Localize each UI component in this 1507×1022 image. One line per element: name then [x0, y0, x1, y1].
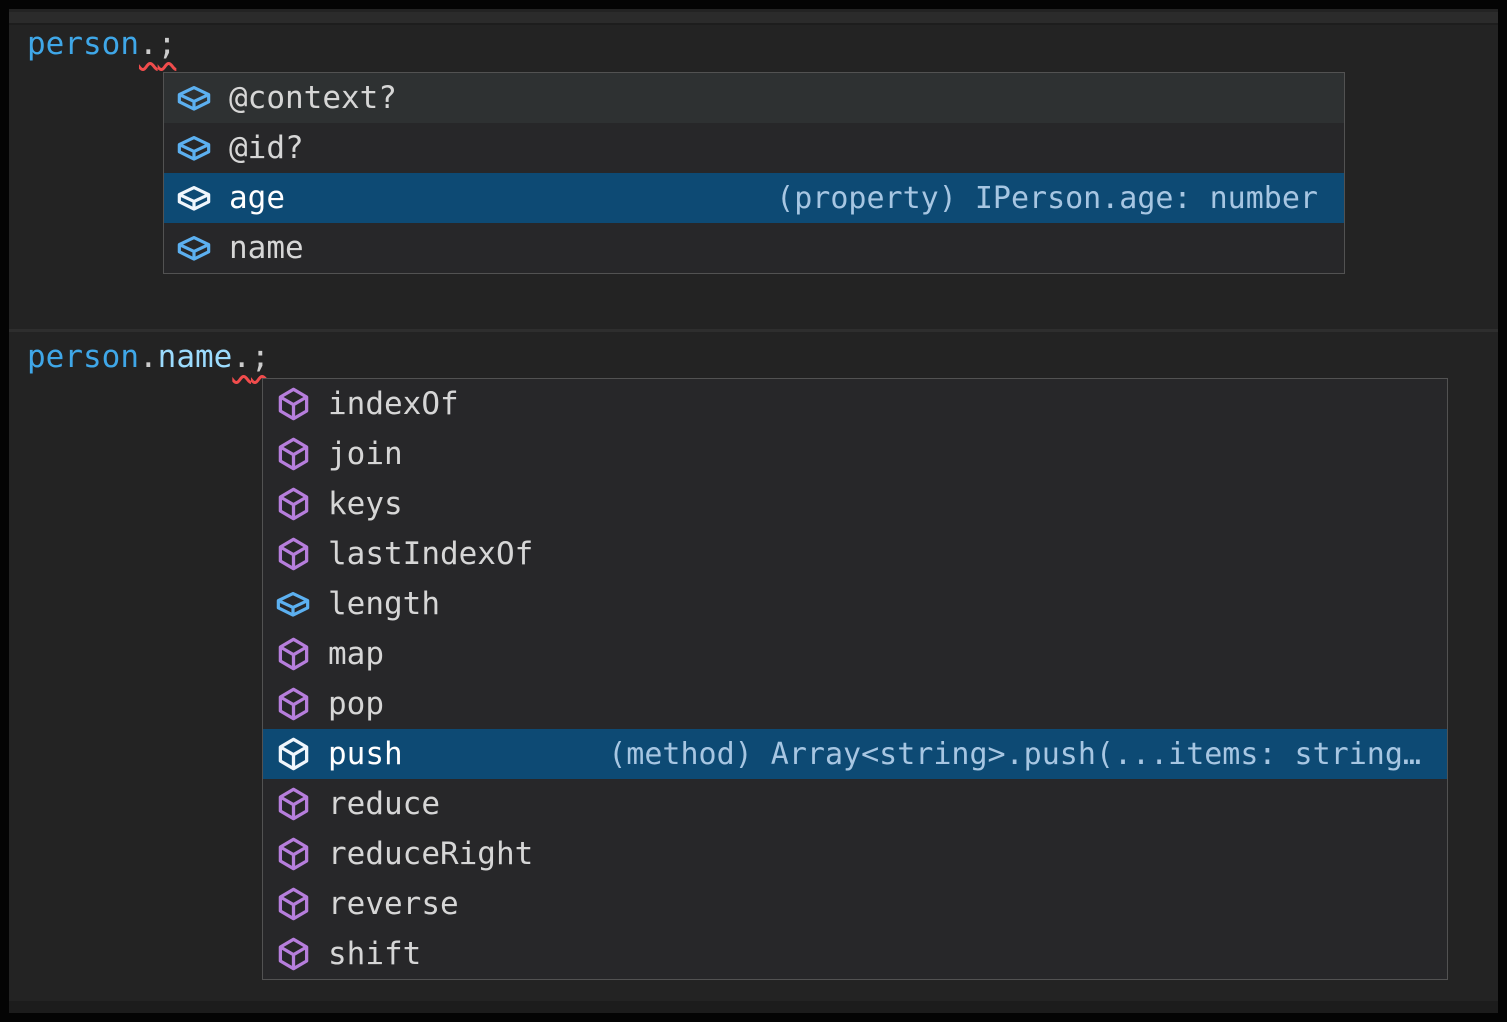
suggest-item-shift[interactable]: shift [263, 929, 1447, 979]
symbol-method-icon [273, 484, 313, 524]
suggest-item-pop[interactable]: pop [263, 679, 1447, 729]
suggest-item-reduce[interactable]: reduce [263, 779, 1447, 829]
suggest-widget-2: indexOf join keys la [262, 378, 1448, 980]
suggest-item-label: reverse [328, 886, 459, 922]
suggest-item-label: @context? [229, 80, 397, 116]
suggest-item-label: indexOf [328, 386, 459, 422]
suggest-item-reduceright[interactable]: reduceRight [263, 829, 1447, 879]
suggest-widget-1: @context? @id? age (property) IPerson.ag… [163, 72, 1345, 274]
suggest-item-label: name [229, 230, 304, 266]
editor-surface: person.; @context? @id? a [9, 9, 1498, 1013]
symbol-method-icon [273, 934, 313, 974]
suggest-item-detail: (method) Array<string>.push(...items: st… [608, 736, 1421, 772]
token-dot-error: . [138, 26, 158, 62]
suggest-item-id[interactable]: @id? [164, 123, 1344, 173]
symbol-method-icon [273, 634, 313, 674]
symbol-method-icon [273, 384, 313, 424]
suggest-item-label: map [328, 636, 384, 672]
symbol-method-icon [273, 534, 313, 574]
code-line-1[interactable]: person.; [27, 21, 176, 67]
symbol-field-icon [174, 78, 214, 118]
code-line-2[interactable]: person.name.; [27, 334, 270, 380]
symbol-field-icon [174, 128, 214, 168]
suggest-item-reverse[interactable]: reverse [263, 879, 1447, 929]
suggest-item-label: age [229, 180, 285, 216]
suggest-item-label: @id? [229, 130, 304, 166]
symbol-method-icon [273, 784, 313, 824]
symbol-method-icon [273, 684, 313, 724]
token-dot-error: . [232, 339, 251, 375]
suggest-item-name[interactable]: name [164, 223, 1344, 273]
symbol-field-icon [174, 178, 214, 218]
suggest-item-label: shift [328, 936, 422, 972]
suggest-item-push-selected[interactable]: push (method) Array<string>.push(...item… [263, 729, 1447, 779]
symbol-method-icon [273, 734, 313, 774]
suggest-item-keys[interactable]: keys [263, 479, 1447, 529]
suggest-item-label: join [328, 436, 403, 472]
token-semicolon-error: ; [250, 339, 270, 375]
screenshot-seam-divider [9, 329, 1498, 332]
token-variable: person [27, 26, 139, 62]
suggest-item-age-selected[interactable]: age (property) IPerson.age: number [164, 173, 1344, 223]
symbol-method-icon [273, 434, 313, 474]
suggest-item-label: reduceRight [328, 836, 534, 872]
suggest-item-label: keys [328, 486, 403, 522]
token-semicolon-error: ; [157, 26, 177, 62]
symbol-method-icon [273, 884, 313, 924]
suggest-item-label: push [328, 736, 403, 772]
suggest-item-indexof[interactable]: indexOf [263, 379, 1447, 429]
suggest-item-label: pop [328, 686, 384, 722]
suggest-item-label: reduce [328, 786, 440, 822]
suggest-item-length[interactable]: length [263, 579, 1447, 629]
suggest-item-lastindexof[interactable]: lastIndexOf [263, 529, 1447, 579]
suggest-item-detail: (property) IPerson.age: number [776, 180, 1318, 216]
editor-bottom-strip [9, 1001, 1498, 1013]
token-variable: person [27, 339, 139, 375]
suggest-item-label: length [328, 586, 440, 622]
editor-top-strip [9, 12, 1498, 25]
suggest-item-map[interactable]: map [263, 629, 1447, 679]
suggest-item-label: lastIndexOf [328, 536, 534, 572]
symbol-field-icon [174, 228, 214, 268]
symbol-method-icon [273, 834, 313, 874]
suggest-item-context[interactable]: @context? [164, 73, 1344, 123]
token-property: name [157, 339, 233, 375]
token-dot: . [138, 339, 158, 375]
symbol-field-icon [273, 584, 313, 624]
suggest-item-join[interactable]: join [263, 429, 1447, 479]
